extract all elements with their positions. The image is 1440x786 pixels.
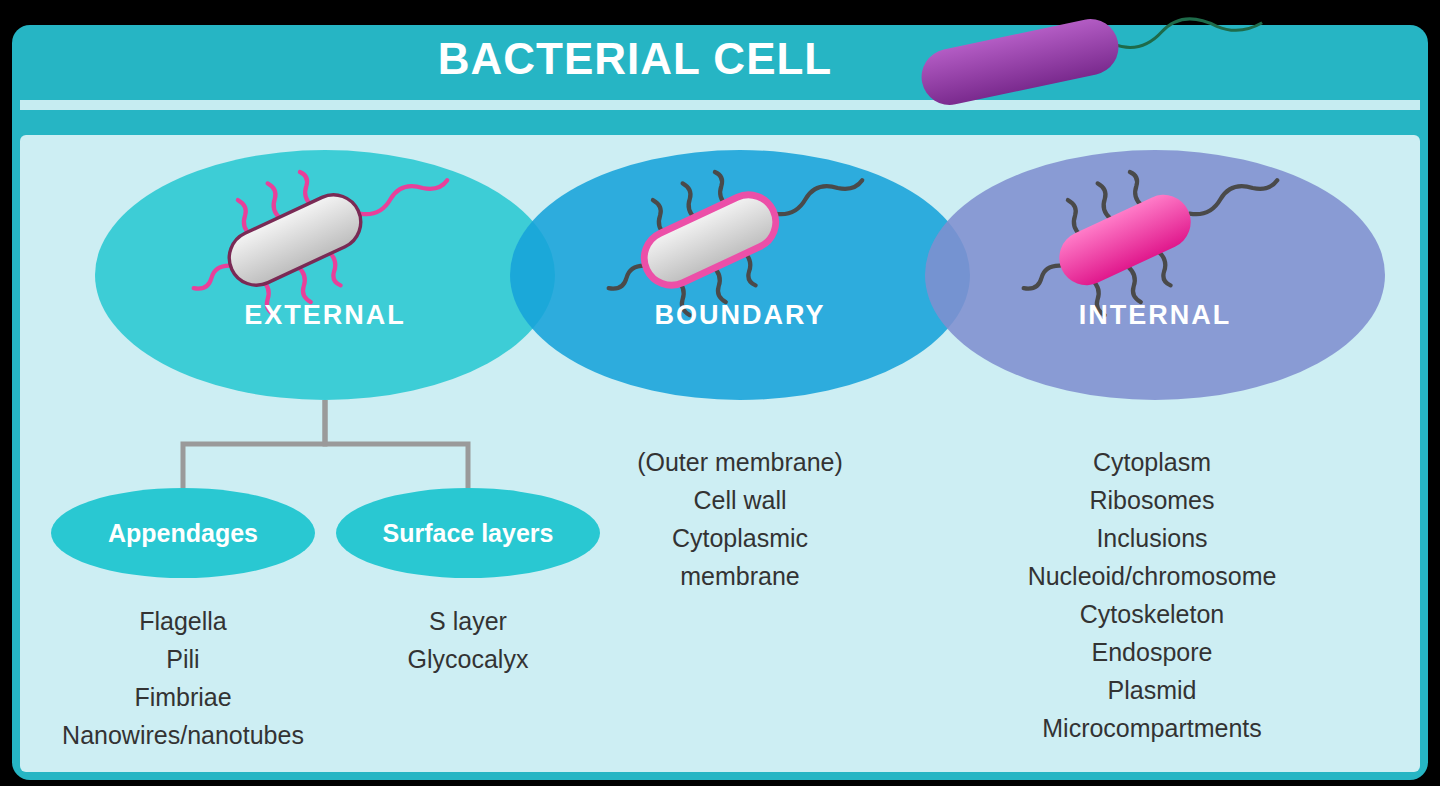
subcategory-label: Surface layers xyxy=(344,518,592,548)
appendage-item: Flagella xyxy=(18,602,348,640)
boundary-item: Cell wall xyxy=(620,481,860,519)
internal-item: Inclusions xyxy=(987,519,1317,557)
appendage-item: Nanowires/nanotubes xyxy=(18,716,348,754)
external-ellipse: EXTERNAL xyxy=(95,150,555,400)
subcategory-label: Appendages xyxy=(59,518,307,548)
ellipse-outline xyxy=(510,150,970,400)
label-list: (Outer membrane)Cell wallCytoplasmic mem… xyxy=(620,443,860,595)
appendage-item: Fimbriae xyxy=(18,678,348,716)
ellipse-outline xyxy=(925,150,1385,400)
label-list: FlagellaPiliFimbriaeNanowires/nanotubes xyxy=(18,602,348,754)
ellipse-outline xyxy=(95,150,555,400)
surface-layers-ellipse: Surface layers xyxy=(336,488,600,578)
internal-item: Plasmid xyxy=(987,671,1317,709)
bacterium-illustration xyxy=(925,150,1385,400)
label-list: CytoplasmRibosomesInclusionsNucleoid/chr… xyxy=(987,443,1317,747)
label-list: S layerGlycocalyx xyxy=(343,602,593,678)
appendages-ellipse: Appendages xyxy=(51,488,315,578)
internal-item: Endospore xyxy=(987,633,1317,671)
boundary-item: (Outer membrane) xyxy=(620,443,860,481)
internal-item: Ribosomes xyxy=(987,481,1317,519)
internal-ellipse: INTERNAL xyxy=(925,150,1385,400)
bacterium-illustration xyxy=(95,150,555,400)
category-label: BOUNDARY xyxy=(510,300,970,331)
internal-item: Cytoskeleton xyxy=(987,595,1317,633)
bracket-connector xyxy=(183,400,325,488)
bracket-connector xyxy=(325,400,468,488)
internal-item: Nucleoid/chromosome xyxy=(987,557,1317,595)
boundary-ellipse: BOUNDARY xyxy=(510,150,970,400)
surface-layer-item: S layer xyxy=(343,602,593,640)
internal-item: Cytoplasm xyxy=(987,443,1317,481)
diagram-title: BACTERIAL CELL xyxy=(0,34,1440,84)
surface-layer-item: Glycocalyx xyxy=(343,640,593,678)
category-label: INTERNAL xyxy=(925,300,1385,331)
boundary-item: Cytoplasmic membrane xyxy=(620,519,860,595)
appendage-item: Pili xyxy=(18,640,348,678)
internal-item: Microcompartments xyxy=(987,709,1317,747)
bacterium-illustration xyxy=(510,150,970,400)
category-label: EXTERNAL xyxy=(95,300,555,331)
